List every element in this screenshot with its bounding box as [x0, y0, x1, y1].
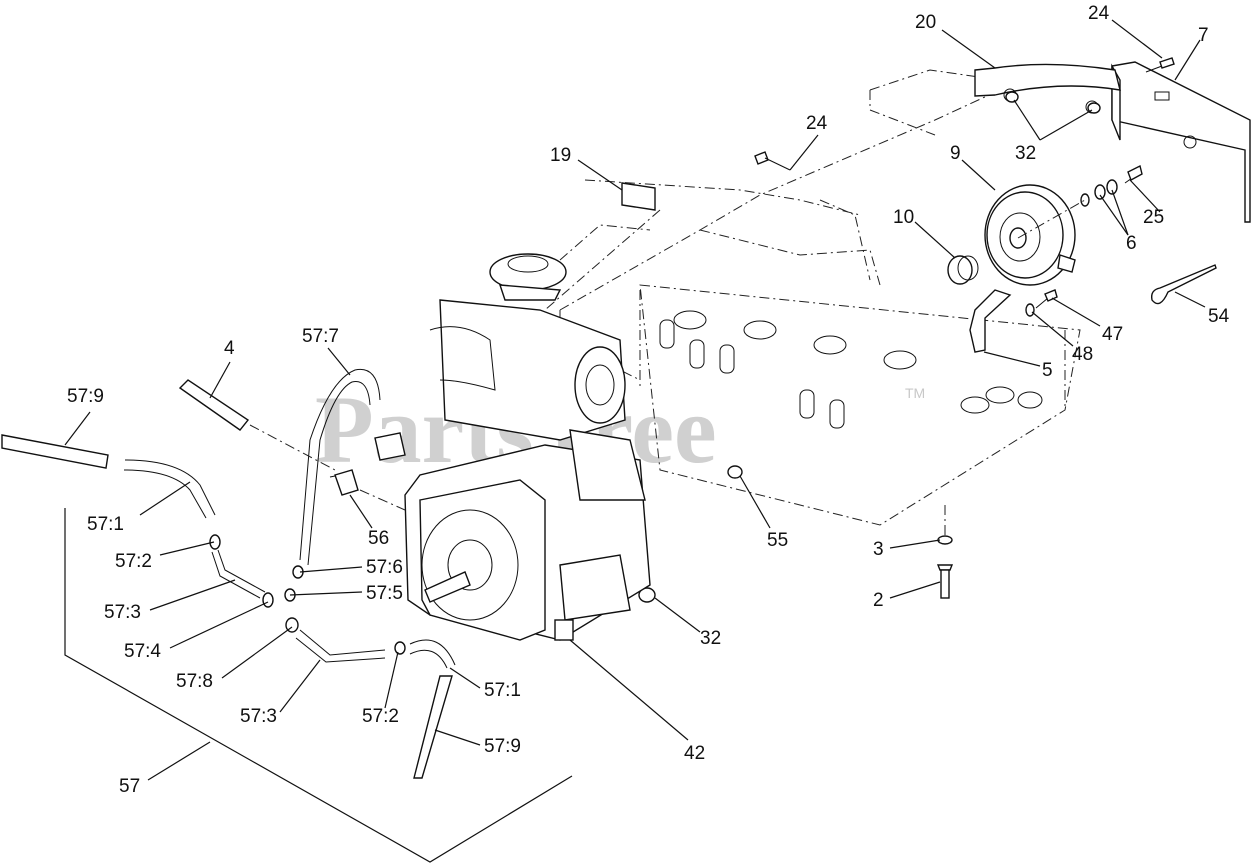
fuel-filter [329, 469, 359, 496]
leader-lines [64, 19, 1206, 781]
nut [727, 465, 743, 479]
callout-54: 54 [1208, 306, 1230, 327]
fuel-line-57-1b [409, 639, 456, 669]
callout-4: 4 [224, 338, 235, 359]
callout-48: 48 [1072, 344, 1093, 365]
washer [937, 535, 953, 545]
washers [1080, 179, 1118, 207]
nut [1005, 91, 1019, 103]
callout-24: 24 [806, 113, 828, 134]
fitting-57-2b [394, 641, 406, 655]
bolt [754, 151, 791, 171]
watermark-tm: TM [905, 385, 925, 401]
callout-57-6: 57:6 [366, 557, 403, 578]
callout-56: 56 [368, 528, 389, 549]
stop-washer [1025, 303, 1035, 317]
callout-labels: 20 24 7 24 32 19 9 10 25 6 54 47 48 5 4 … [67, 3, 1230, 797]
decal [621, 182, 656, 211]
fitting-57-4 [262, 592, 274, 608]
idler-arm [974, 63, 1121, 114]
callout-57-2: 57:2 [115, 551, 152, 572]
frame-plate [559, 69, 1081, 526]
engine [374, 253, 651, 641]
spacer [947, 255, 979, 285]
nut [638, 587, 656, 603]
fuel-line-57-9a [1, 434, 109, 469]
callout-57-7: 57:7 [302, 326, 339, 347]
callout-57-2: 57:2 [362, 706, 399, 727]
callout-20: 20 [915, 12, 936, 33]
fuel-line-57-9b [413, 675, 453, 779]
clutch-stop-bracket [969, 289, 1012, 353]
callout-57-9: 57:9 [484, 736, 521, 757]
stop-bolt [1035, 289, 1058, 309]
callout-19: 19 [550, 145, 571, 166]
callout-10: 10 [893, 207, 914, 228]
callout-47: 47 [1102, 324, 1123, 345]
callout-5: 5 [1042, 360, 1053, 381]
callout-25: 25 [1143, 207, 1164, 228]
fitting-57-2a [209, 534, 221, 550]
callout-57-8: 57:8 [176, 671, 213, 692]
fuel-line-57-3a [211, 549, 266, 599]
callout-57-5: 57:5 [366, 583, 403, 604]
callout-57-1: 57:1 [484, 680, 521, 701]
callout-2: 2 [873, 590, 884, 611]
callout-55: 55 [767, 530, 788, 551]
callout-32: 32 [700, 628, 721, 649]
callout-57-4: 57:4 [124, 641, 161, 662]
electric-clutch [984, 184, 1076, 286]
fuel-line-57-1a [123, 459, 216, 519]
callout-57-3: 57:3 [240, 706, 277, 727]
callout-7: 7 [1198, 25, 1209, 46]
callout-57-1: 57:1 [87, 514, 124, 535]
callout-42: 42 [684, 743, 705, 764]
callout-9: 9 [950, 143, 961, 164]
callout-57: 57 [119, 776, 140, 797]
hose-4 [178, 379, 250, 431]
callout-3: 3 [873, 539, 884, 560]
bolt [1145, 57, 1175, 73]
cable-tie [1150, 264, 1217, 305]
callout-24: 24 [1088, 3, 1110, 24]
clutch-bolt [1124, 164, 1143, 184]
engine-mount-bracket [1111, 61, 1251, 223]
fuel-line-57-3b [295, 629, 386, 663]
engine-bolt [936, 564, 954, 599]
fuel-line-57-7 [299, 368, 381, 566]
group-bracket-57 [64, 508, 573, 863]
callout-6: 6 [1126, 233, 1137, 254]
callout-57-3: 57:3 [104, 602, 141, 623]
assembly-guides [249, 199, 1086, 535]
callout-57-9: 57:9 [67, 386, 104, 407]
callout-32: 32 [1015, 143, 1036, 164]
